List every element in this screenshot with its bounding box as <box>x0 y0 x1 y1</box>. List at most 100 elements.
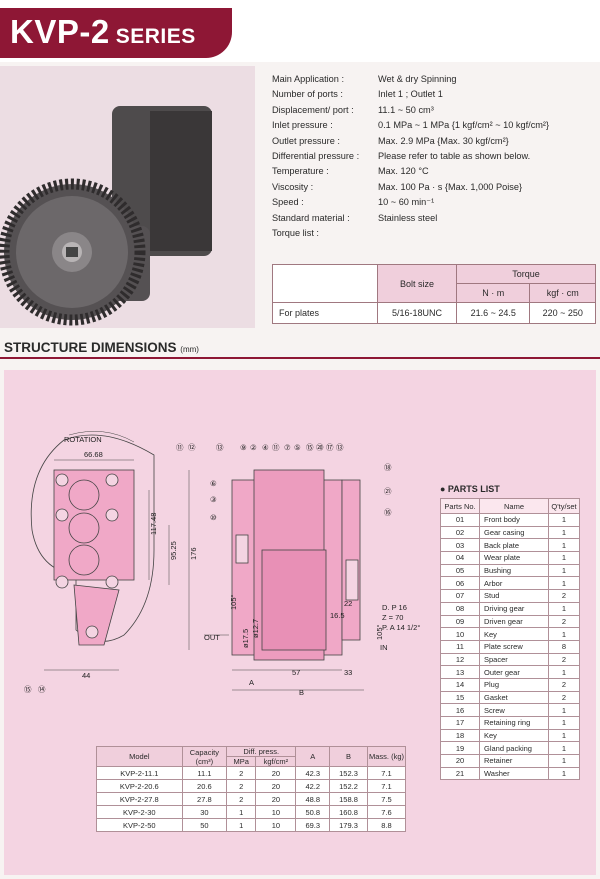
callout: ⑫ <box>188 443 196 452</box>
dim-66-68: 66.68 <box>84 450 103 459</box>
mpa-header: MPa <box>226 756 257 767</box>
b-header: B <box>329 746 368 767</box>
spec-row: Torque list : <box>272 226 549 241</box>
part-qty: 2 <box>548 614 580 629</box>
torque-empty-header <box>272 264 378 303</box>
part-name: Bushing <box>479 563 549 578</box>
mass-header: Mass. (kg) <box>367 746 406 767</box>
model-cell: 48.8 <box>295 792 331 806</box>
part-no: 15 <box>440 690 480 705</box>
part-name: Gland packing <box>479 741 549 756</box>
part-qty: 1 <box>548 766 580 781</box>
torque-bolt: 5/16-18UNC <box>377 302 457 324</box>
dim-95-25: 95.25 <box>169 541 178 560</box>
dp-label: D. P 16 <box>382 603 407 612</box>
model-cell: 152.2 <box>329 779 368 793</box>
part-qty: 2 <box>548 589 580 603</box>
callout: ⑰ <box>326 443 334 452</box>
part-qty: 1 <box>548 563 580 578</box>
dim-105-left: 105° <box>229 594 238 610</box>
model-table: Model Capacity (cm³) Diff. press. A B Ma… <box>96 746 406 832</box>
callout: ④ <box>262 443 269 452</box>
model-cell: 1 <box>226 818 257 832</box>
front-view <box>30 434 155 646</box>
part-no: 01 <box>440 513 480 527</box>
spec-row: Differential pressure :Please refer to t… <box>272 149 549 164</box>
callout: ⑯ <box>384 508 392 517</box>
spec-row: Number of ports :Inlet 1 ; Outlet 1 <box>272 87 549 102</box>
spec-label: Viscosity : <box>272 181 314 192</box>
part-no: 10 <box>440 627 480 641</box>
model-cell: 7.5 <box>367 792 406 806</box>
part-name: Stud <box>479 589 549 603</box>
callout: ⑬ <box>216 443 224 452</box>
spec-value: Please refer to table as shown below. <box>378 150 531 161</box>
dim-57: 57 <box>292 668 300 677</box>
part-name: Retaining ring <box>479 716 549 730</box>
callout: ③ <box>210 495 217 504</box>
part-name: Back plate <box>479 538 549 553</box>
part-no: 21 <box>440 766 480 781</box>
part-no: 14 <box>440 677 480 692</box>
gear-pump-image <box>0 106 212 326</box>
part-name: Retainer <box>479 754 549 768</box>
rotation-label: ROTATION <box>64 435 102 444</box>
torque-unit-nm: N · m <box>455 283 531 303</box>
callout: ② <box>250 443 257 452</box>
dim-16-5: 16.5 <box>330 611 345 620</box>
pa-label: P. A 14 1/2° <box>382 623 420 632</box>
spec-label: Number of ports : <box>272 89 343 100</box>
torque-row-name: For plates <box>272 302 378 324</box>
parts-header: Parts No. <box>440 498 480 514</box>
spec-label: Torque list : <box>272 227 319 238</box>
dim-a: A <box>249 678 254 687</box>
model-cell: 7.1 <box>367 766 406 780</box>
callout: ⑱ <box>384 463 392 472</box>
part-name: Arbor <box>479 576 549 591</box>
model-cell: 7.6 <box>367 805 406 819</box>
section-unit: (mm) <box>180 345 199 354</box>
callout: ⑳ <box>316 443 324 452</box>
part-no: 06 <box>440 576 480 591</box>
spec-value: 11.1 ~ 50 cm³ <box>378 104 434 115</box>
part-qty: 1 <box>548 754 580 768</box>
model-cell: 7.1 <box>367 779 406 793</box>
part-qty: 1 <box>548 665 580 679</box>
model-cell: 27.8 <box>181 792 228 806</box>
part-name: Spacer <box>479 652 549 667</box>
model-header: Model <box>96 746 183 767</box>
spec-value: 0.1 MPa ~ 1 MPa {1 kgf/cm² ~ 10 kgf/cm²} <box>378 120 550 131</box>
part-no: 20 <box>440 754 480 768</box>
part-qty: 1 <box>548 513 580 527</box>
out-label: OUT <box>204 633 220 642</box>
in-label: IN <box>380 643 388 652</box>
spec-label: Main Application : <box>272 74 345 84</box>
model-cell: 11.1 <box>181 766 228 780</box>
spec-row: Standard material :Stainless steel <box>272 211 549 226</box>
dim-22: 22 <box>344 599 352 608</box>
part-qty: 1 <box>548 538 580 553</box>
dim-105-right: 105° <box>375 624 384 640</box>
part-qty: 1 <box>548 525 580 540</box>
dim-b: B <box>299 688 304 697</box>
part-name: Plug <box>479 677 549 692</box>
part-no: 04 <box>440 551 480 565</box>
model-cell: 20 <box>255 779 297 793</box>
pump-photo <box>0 66 255 328</box>
spec-row: Outlet pressure :Max. 2.9 MPa {Max. 30 k… <box>272 134 549 149</box>
model-cell: 2 <box>226 779 257 793</box>
model-cell: KVP-2-27.8 <box>96 792 183 806</box>
part-no: 02 <box>440 525 480 540</box>
spec-row: Speed :10 ~ 60 min⁻¹ <box>272 195 549 210</box>
spec-label: Displacement/ port : <box>272 104 354 115</box>
